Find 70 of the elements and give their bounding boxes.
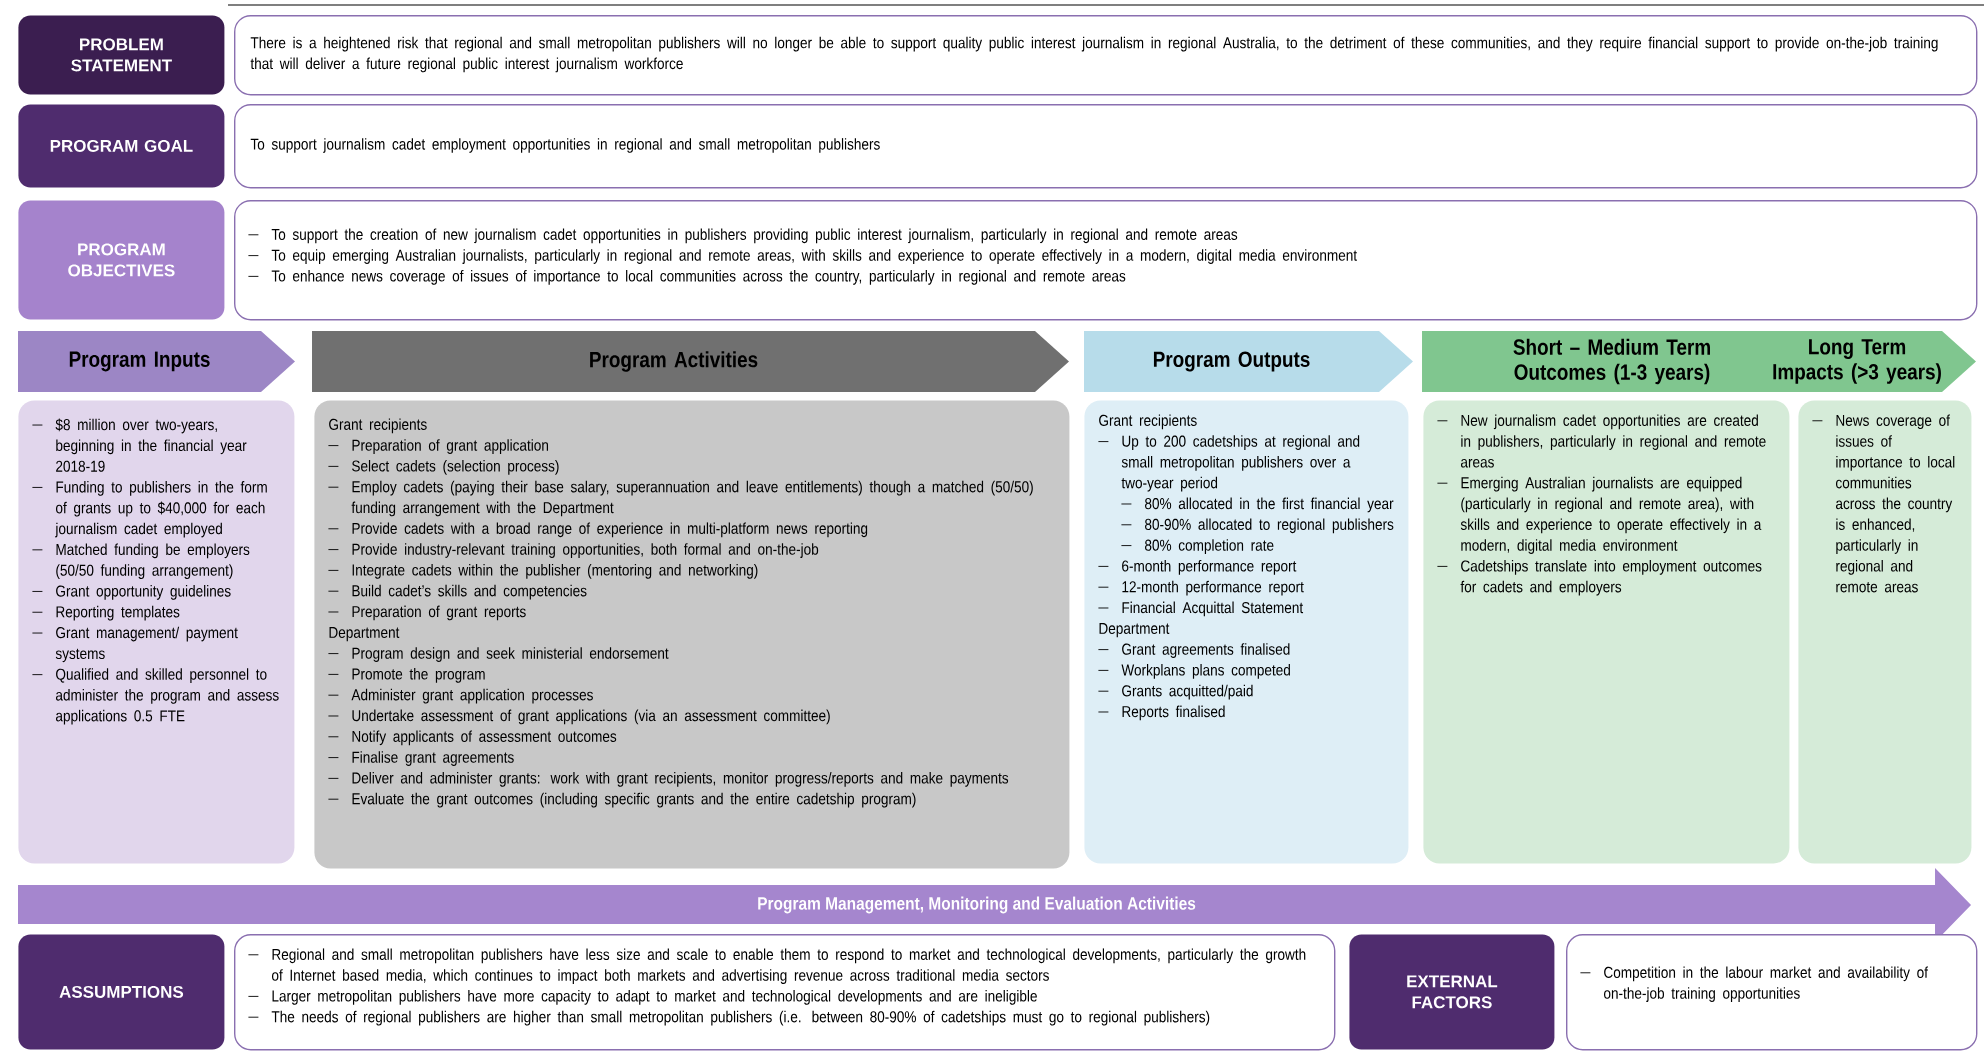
bullet-item: Select cadets (selection process) <box>327 460 559 475</box>
bullet-item: Build cadet’s skills and competencies <box>327 584 587 600</box>
bullet-item: Grant agreements finalised <box>1097 643 1290 658</box>
bullet-item: Employ cadets (paying their base salary, superannuation and leave entitlements) though a matched (50/50) funding arrangement with the Department <box>327 480 1033 517</box>
bullet-item: Promote the program <box>327 668 485 683</box>
bullet-item: Preparation of grant reports <box>327 605 526 621</box>
bullet-item: Financial Acquittal Statement <box>1097 601 1304 617</box>
list-heading: Grant recipients <box>1099 414 1197 430</box>
list-heading: Department <box>329 626 400 642</box>
bullet-item: Integrate cadets within the publisher (mentoring and networking) <box>327 564 758 579</box>
column-header-banner: Program Outputs <box>1084 331 1413 392</box>
list-heading: Department <box>1099 622 1170 638</box>
column-header-banner: Program Inputs <box>18 331 295 392</box>
bullet-item: 80% allocated in the first financial year <box>1120 497 1394 513</box>
bullet-item: Funding to publishers in the form of grants up to $40,000 for each journalism cadet employed <box>31 481 267 538</box>
bullet-item: Matched funding be employers (50/50 funding arrangement) <box>31 543 250 579</box>
bullet-item: Deliver and administer grants: work with grant recipients, monitor progress/reports and make payments <box>327 772 1009 787</box>
bullet-item: Grant management/ payment systems <box>31 626 238 663</box>
bullet-item: Finalise grant agreements <box>327 751 514 766</box>
bullet-item: Reporting templates <box>31 605 180 621</box>
bullet-item: Emerging Australian journalists are equipped (particularly in regional and remote area), with skills and experience to operate effectively in a modern, digital media environment <box>1436 476 1762 554</box>
bullet-item: Provide cadets with a broad range of experience in multi-platform news reporting <box>327 522 868 538</box>
label-box: ASSUMPTIONS <box>18 934 225 1050</box>
bullet-item: To support the creation of new journalism cadet opportunities in publishers providing public interest journalism, particularly in regional and remote areas <box>247 228 1238 244</box>
list-box <box>314 400 1070 869</box>
bullet-item: Regional and small metropolitan publishers have less size and scale to enable them to respond to market and technological developments, particularly the growth of Internet based media, which continues to impact both markets and advertising revenue across traditional media sectors <box>247 948 1306 984</box>
bullet-item: Provide industry-relevant training opportunities, both formal and on-the-job <box>327 543 819 558</box>
bullet-item: Up to 200 cadetships at regional and small metropolitan publishers over a two-year period <box>1097 435 1360 492</box>
bullet-item: Program design and seek ministerial endorsement <box>327 647 669 662</box>
bullet-item: Cadetships translate into employment outcomes for cadets and employers <box>1436 560 1762 596</box>
bullet-item: Evaluate the grant outcomes (including specific grants and the entire cadetship program) <box>327 792 916 808</box>
list-box <box>1084 400 1409 864</box>
bullet-item: Larger metropolitan publishers have more capacity to adapt to market and technological developments and are ineligible <box>247 990 1037 1005</box>
text-box <box>234 15 1978 96</box>
list-box <box>1423 400 1790 864</box>
bullet-item: Administer grant application processes <box>327 688 593 704</box>
bullet-item: 12-month performance report <box>1097 580 1304 596</box>
bullet-item: 80-90% allocated to regional publishers <box>1120 518 1394 534</box>
column-header-banner: Short – Medium Term Outcomes (1-3 years) Long Term Impacts (>3 years) <box>1422 331 1976 392</box>
bullet-item: To enhance news coverage of issues of importance to local communities across the country, particularly in regional and remote areas <box>247 270 1126 285</box>
bullet-item: The needs of regional publishers are higher than small metropolitan publishers (i.e. between 80-90% of cadetships must go to regional publishers) <box>247 1010 1210 1026</box>
bullet-item: News coverage of issues of importance to local communities across the country is enhanced, particularly in regional and remote areas <box>1811 414 1955 593</box>
column-header-banner: Program Activities <box>312 331 1069 392</box>
bullet-item: Reports finalised <box>1097 705 1225 721</box>
bullet-item: Qualified and skilled personnel to administer the program and assess applications 0.5 FTE <box>31 668 279 725</box>
bullet-item: Preparation of grant application <box>327 439 548 454</box>
bullet-item: New journalism cadet opportunities are created in publishers, particularly in regional and remote areas <box>1436 414 1766 468</box>
bullet-item: Grants acquitted/paid <box>1097 684 1253 700</box>
list-box <box>18 400 295 864</box>
bullet-item: Competition in the labour market and availability of on-the-job training opportunities <box>1579 966 1928 1002</box>
statement-text: To support journalism cadet employment opportunities in regional and small metropolitan publishers <box>250 138 880 153</box>
list-heading: Grant recipients <box>329 418 427 434</box>
text-box <box>234 104 1978 189</box>
label-box: PROGRAM OBJECTIVES <box>18 200 225 320</box>
label-box: PROBLEM STATEMENT <box>18 15 225 95</box>
list-box <box>234 934 1336 1051</box>
list-box <box>234 200 1978 321</box>
bullet-item: Workplans plans competed <box>1097 664 1290 679</box>
list-box <box>1566 934 1978 1051</box>
bullet-item: Notify applicants of assessment outcomes <box>327 730 617 746</box>
label-box: PROGRAM GOAL <box>18 104 225 188</box>
bullet-item: $8 million over two-years, beginning in the financial year 2018-19 <box>31 418 247 472</box>
statement-text: There is a heightened risk that regional and small metropolitan publishers will no longer be able to support quality public interest journalism in regional Australia, to the detriment of these communities, and they require financial support to provide on-the-job training that will deliver a future regional public interest journalism workforce <box>250 36 1938 73</box>
bullet-item: Grant opportunity guidelines <box>31 585 231 600</box>
list-box <box>1798 400 1972 864</box>
bullet-item: 80% completion rate <box>1120 539 1274 554</box>
label-box: EXTERNAL FACTORS <box>1349 934 1555 1050</box>
bullet-item: To equip emerging Australian journalists, particularly in regional and remote areas, with skills and experience to operate effectively in a modern, digital media environment <box>247 249 1357 264</box>
bullet-item: Undertake assessment of grant applications (via an assessment committee) <box>327 709 830 725</box>
bullet-item: 6-month performance report <box>1097 560 1297 575</box>
